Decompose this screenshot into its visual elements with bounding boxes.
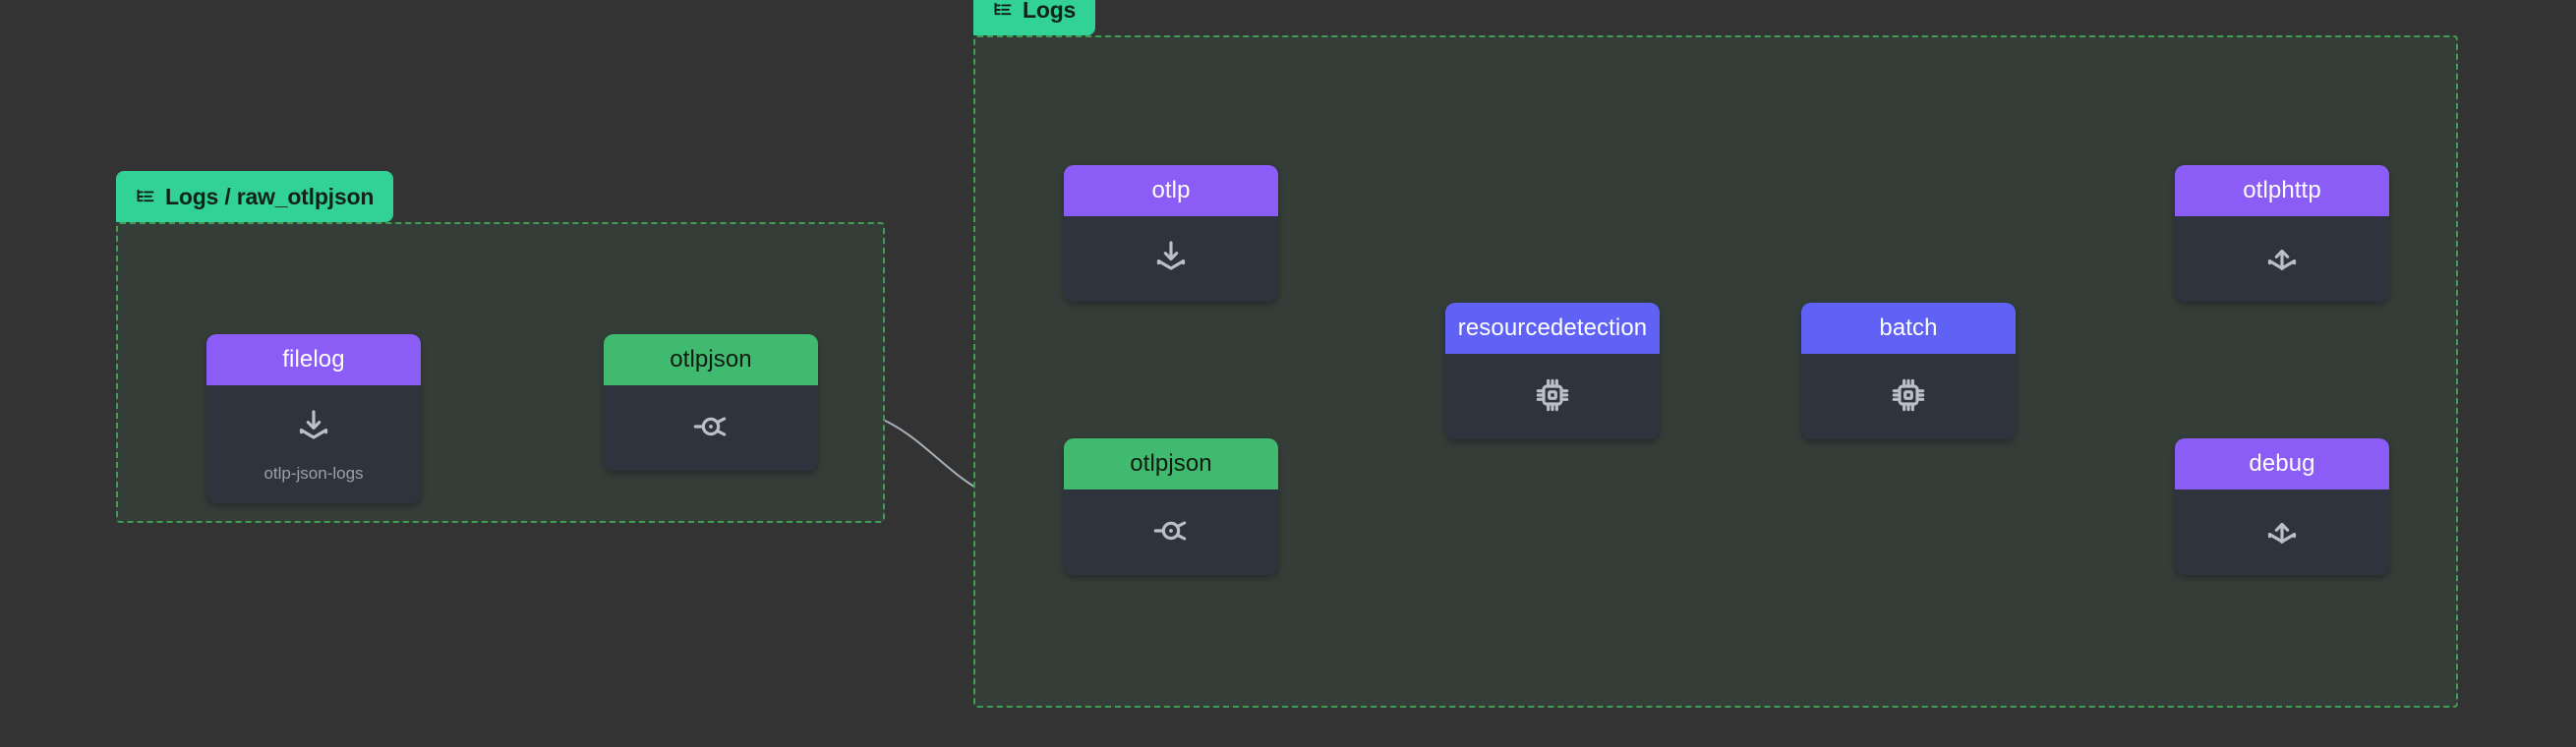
cpu-chip-icon — [1889, 375, 1928, 420]
pipeline-node-body — [1064, 216, 1278, 302]
pipeline-node-title: otlpjson — [604, 334, 818, 385]
pipeline-node-body — [2175, 489, 2389, 575]
pipeline-group-label[interactable]: Logs — [973, 0, 1096, 35]
pipeline-node-title: otlpjson — [1064, 438, 1278, 489]
pipeline-node[interactable]: batch — [1801, 303, 2016, 439]
pipeline-node-title: otlp — [1064, 165, 1278, 216]
pipeline-node-body: otlp-json-logs — [206, 385, 421, 503]
pipeline-node-body — [604, 385, 818, 471]
pipeline-node-title: debug — [2175, 438, 2389, 489]
list-tree-icon — [993, 0, 1013, 20]
pipeline-node[interactable]: otlpjson — [604, 334, 818, 471]
pipeline-group-label-text: Logs / raw_otlpjson — [165, 183, 375, 209]
pipeline-node-title: filelog — [206, 334, 421, 385]
export-arrow-up-icon — [2262, 511, 2302, 555]
pipeline-node[interactable]: resourcedetection — [1445, 303, 1660, 439]
list-tree-icon — [136, 187, 155, 206]
pipeline-node[interactable]: filelog otlp-json-logs — [206, 334, 421, 503]
pipeline-node-subtitle: otlp-json-logs — [263, 464, 364, 483]
pipeline-group[interactable] — [973, 35, 2458, 708]
pipeline-node[interactable]: otlphttp — [2175, 165, 2389, 302]
pipeline-group-label[interactable]: Logs / raw_otlpjson — [116, 171, 394, 222]
pipeline-node[interactable]: otlp — [1064, 165, 1278, 302]
pipeline-node-title: otlphttp — [2175, 165, 2389, 216]
pipeline-node-title: batch — [1801, 303, 2016, 354]
cpu-chip-icon — [1533, 375, 1572, 420]
pipeline-node-body — [1801, 354, 2016, 439]
pipeline-node-body — [1445, 354, 1660, 439]
pipeline-node-body — [1064, 489, 1278, 575]
pipeline-node-body — [2175, 216, 2389, 302]
import-arrow-down-icon — [1151, 238, 1191, 282]
pipeline-group-label-text: Logs — [1023, 0, 1077, 23]
export-arrow-up-icon — [2262, 238, 2302, 282]
import-arrow-down-icon — [294, 407, 333, 451]
connector-plug-icon — [691, 407, 731, 451]
pipeline-node[interactable]: otlpjson — [1064, 438, 1278, 575]
pipeline-node-title: resourcedetection — [1445, 303, 1660, 354]
pipeline-node[interactable]: debug — [2175, 438, 2389, 575]
connector-plug-icon — [1151, 511, 1191, 555]
